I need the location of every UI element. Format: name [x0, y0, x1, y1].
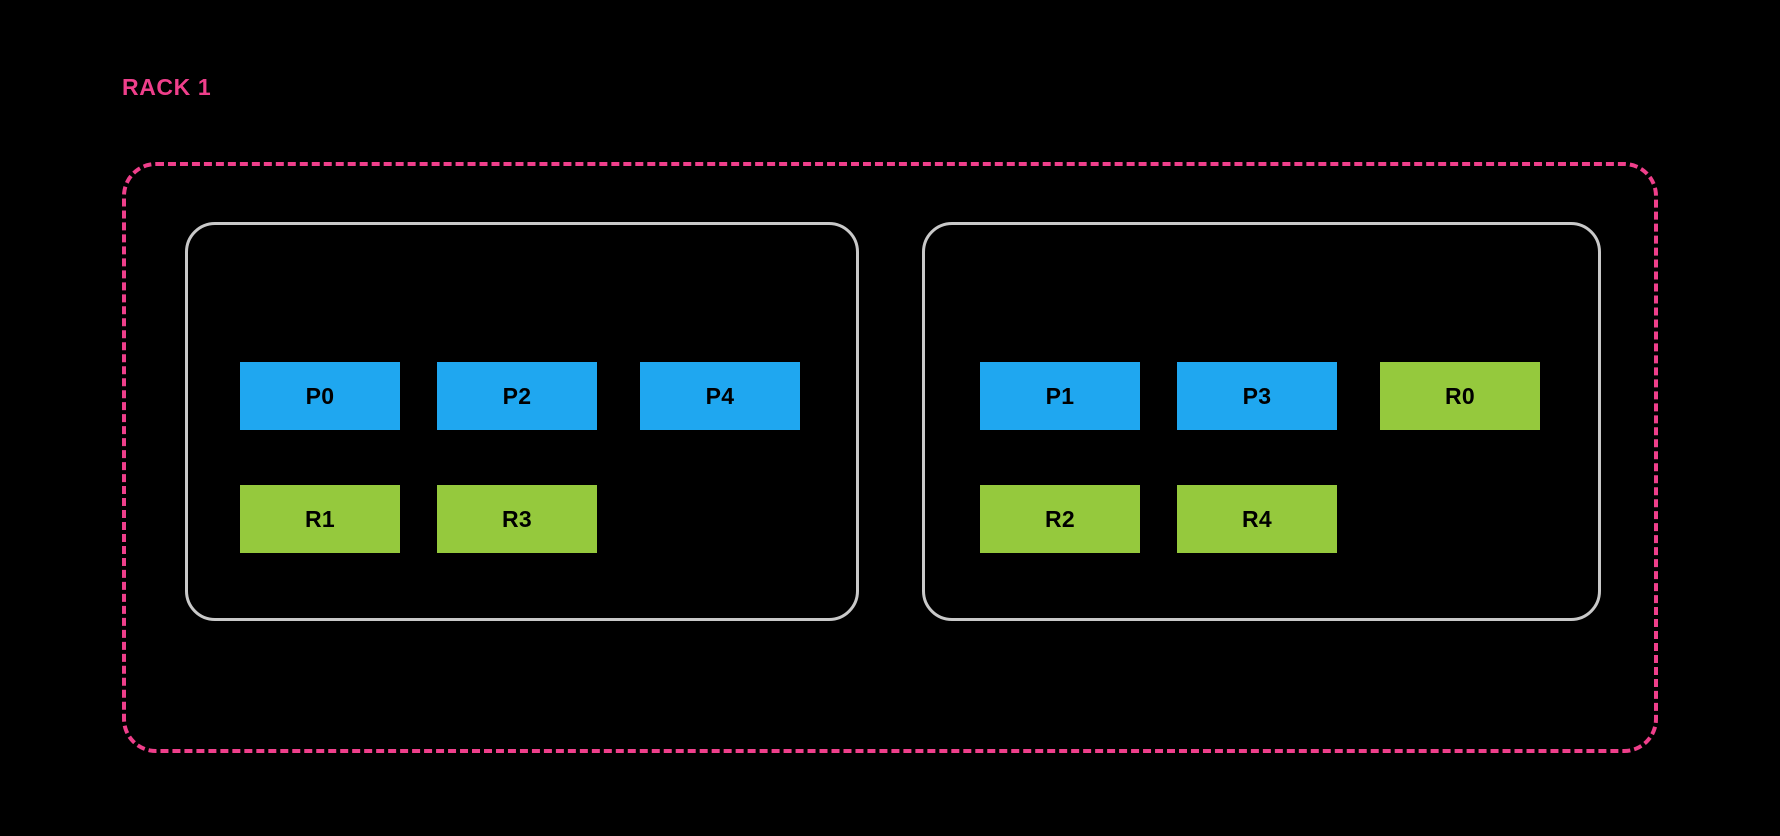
rack-label: RACK 1: [122, 74, 212, 100]
block-p1[interactable]: P1: [980, 362, 1140, 430]
block-r4[interactable]: R4: [1177, 485, 1337, 553]
block-r0[interactable]: R0: [1380, 362, 1540, 430]
node-panel-left: [185, 222, 859, 621]
block-r2[interactable]: R2: [980, 485, 1140, 553]
node-panel-right: [922, 222, 1601, 621]
rack-boundary: [122, 162, 1658, 753]
block-p3[interactable]: P3: [1177, 362, 1337, 430]
block-r3[interactable]: R3: [437, 485, 597, 553]
block-p0[interactable]: P0: [240, 362, 400, 430]
block-p4[interactable]: P4: [640, 362, 800, 430]
block-r1[interactable]: R1: [240, 485, 400, 553]
block-p2[interactable]: P2: [437, 362, 597, 430]
